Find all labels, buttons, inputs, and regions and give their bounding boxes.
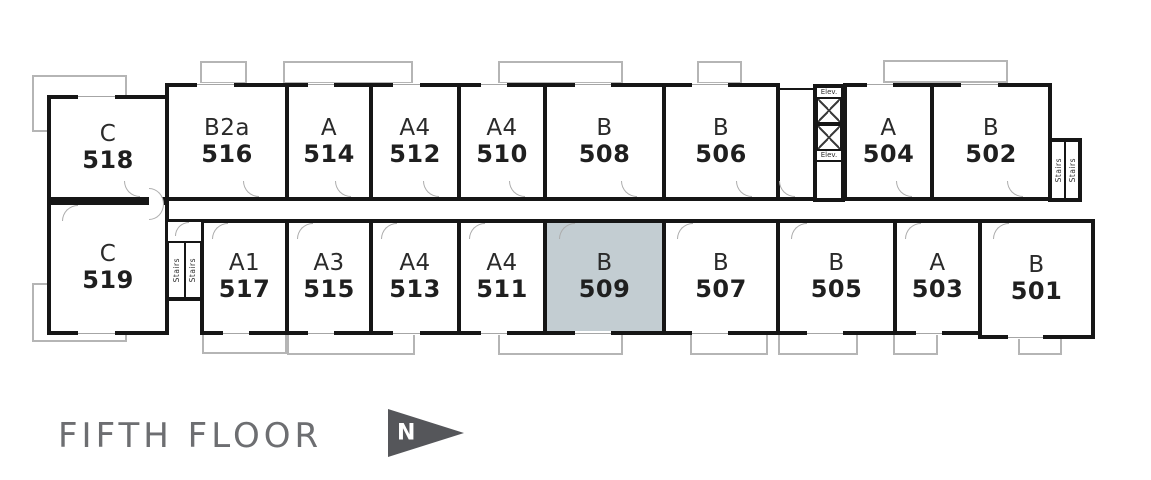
balcony (200, 61, 247, 84)
unit-number: 512 (389, 139, 441, 168)
unit-516[interactable]: B2a 516 (165, 83, 289, 201)
unit-type: A1 (228, 249, 261, 276)
unit-514[interactable]: A 514 (285, 83, 373, 201)
unit-518[interactable]: C 518 (47, 95, 169, 201)
unit-510[interactable]: A4 510 (457, 83, 547, 201)
elevator-label: Elev. (820, 88, 838, 96)
unit-type: A (929, 249, 946, 276)
unit-number: 502 (965, 139, 1017, 168)
balcony (283, 61, 413, 84)
unit-505[interactable]: B 505 (776, 219, 897, 335)
unit-type: A4 (399, 114, 431, 141)
north-arrow-icon: N (388, 409, 464, 457)
balcony (498, 333, 623, 355)
unit-503[interactable]: A 503 (893, 219, 982, 335)
unit-type: B (828, 249, 845, 276)
unit-number: 510 (476, 139, 528, 168)
stairwell-left: Stairs Stairs (165, 219, 204, 301)
unit-512[interactable]: A4 512 (369, 83, 461, 201)
balcony (883, 60, 1008, 83)
unit-513[interactable]: A4 513 (369, 219, 461, 335)
utility-room (776, 88, 818, 201)
unit-type: A3 (313, 249, 345, 276)
unit-502[interactable]: B 502 (930, 83, 1052, 201)
unit-type: C (99, 240, 117, 267)
balcony (498, 61, 623, 84)
unit-517[interactable]: A1 517 (200, 219, 289, 335)
unit-number: 506 (695, 139, 747, 168)
unit-type: B (1028, 251, 1045, 278)
unit-506[interactable]: B 506 (662, 83, 780, 201)
unit-number: 507 (695, 274, 747, 303)
balcony (697, 61, 742, 84)
unit-type: A4 (486, 249, 518, 276)
unit-504[interactable]: A 504 (843, 83, 934, 201)
unit-type: A4 (399, 249, 431, 276)
unit-number: 517 (218, 274, 271, 303)
unit-type: B (712, 249, 730, 276)
stairs-label: Stairs (171, 257, 181, 283)
unit-501[interactable]: B 501 (978, 219, 1095, 339)
unit-type: A (320, 114, 338, 141)
elevator-lobby (816, 160, 842, 198)
stairwell-right: Stairs Stairs (1048, 138, 1082, 202)
balcony (202, 333, 287, 354)
unit-number: 503 (911, 274, 964, 303)
elevator-icon (816, 97, 842, 124)
elevator-shaft: Elev. Elev. (813, 84, 845, 202)
unit-number: 513 (389, 274, 441, 303)
unit-type: B (982, 114, 1000, 141)
unit-type: A (880, 114, 897, 141)
elevator-icon (816, 124, 842, 151)
unit-507[interactable]: B 507 (662, 219, 780, 335)
unit-number: 519 (82, 265, 134, 294)
unit-type: B2a (203, 114, 250, 141)
unit-519[interactable]: C 519 (47, 201, 169, 335)
stairs-label: Stairs (188, 257, 198, 283)
stairs: Stairs (1064, 140, 1080, 200)
balcony (778, 333, 858, 355)
north-label: N (397, 420, 416, 446)
unit-number: 504 (862, 139, 915, 168)
stairs: Stairs (183, 241, 202, 299)
unit-type: B (596, 249, 613, 276)
unit-number: 511 (476, 274, 528, 303)
unit-number: 516 (201, 139, 253, 168)
elevator-label: Elev. (820, 151, 838, 159)
unit-number: 501 (1010, 276, 1063, 305)
unit-508[interactable]: B 508 (543, 83, 666, 201)
unit-number: 509 (578, 274, 631, 303)
balcony (893, 333, 938, 355)
unit-number: 514 (303, 139, 355, 168)
unit-type: C (99, 120, 117, 147)
unit-509-selected[interactable]: B 509 (543, 219, 666, 335)
unit-type: A4 (486, 114, 518, 141)
unit-type: B (596, 114, 613, 141)
unit-511[interactable]: A4 511 (457, 219, 547, 335)
unit-number: 505 (810, 274, 863, 303)
unit-number: 518 (82, 145, 134, 174)
stairs-label: Stairs (1053, 157, 1063, 183)
stairwell-vestibule (168, 222, 201, 242)
balcony (690, 333, 768, 355)
unit-515[interactable]: A3 515 (285, 219, 373, 335)
unit-number: 515 (303, 274, 355, 303)
balcony (287, 333, 415, 355)
floor-title: FIFTH FLOOR (58, 416, 323, 456)
stairs-label: Stairs (1067, 157, 1077, 183)
unit-type: B (712, 114, 730, 141)
unit-number: 508 (578, 139, 631, 168)
